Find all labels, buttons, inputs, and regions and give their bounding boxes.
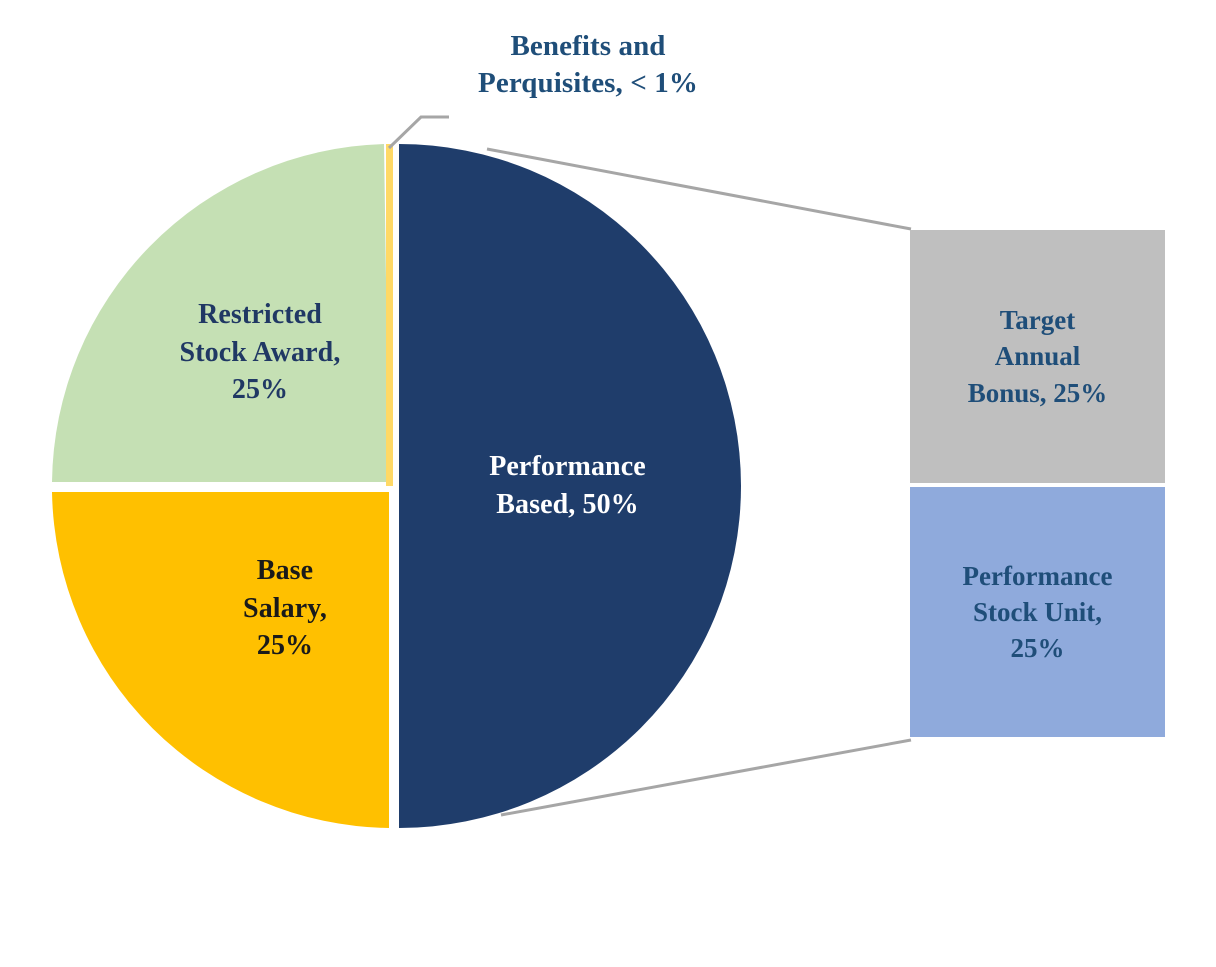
breakout-label-target-annual-bonus: Target Annual Bonus, 25%	[967, 305, 1108, 408]
pie-label-restricted-stock-award: Restricted Stock Award, 25%	[179, 299, 341, 406]
pie-slice-restricted-stock-award[interactable]	[52, 144, 389, 482]
pie-label-performance-based: Performance Based, 50%	[489, 451, 646, 520]
breakout-box-target-annual-bonus[interactable]: Target Annual Bonus, 25%	[910, 230, 1165, 483]
pie-slice-base-salary[interactable]	[52, 492, 389, 828]
pie-slice-performance-based[interactable]	[399, 144, 741, 828]
breakout-label-performance-stock-unit: Performance Stock Unit, 25%	[962, 560, 1113, 664]
pie-label-base-salary: Base Salary, 25%	[243, 555, 327, 662]
callout-connector-top	[486, 147, 912, 231]
pie-slice-benefits-perquisites[interactable]	[386, 144, 393, 486]
breakout-box-performance-stock-unit[interactable]: Performance Stock Unit, 25%	[910, 487, 1165, 737]
callout-label-benefits-perquisites: Benefits and Perquisites, < 1%	[478, 30, 698, 100]
callout-connector-bottom	[500, 738, 912, 817]
leader-line-benefits-perquisites	[387, 115, 449, 150]
